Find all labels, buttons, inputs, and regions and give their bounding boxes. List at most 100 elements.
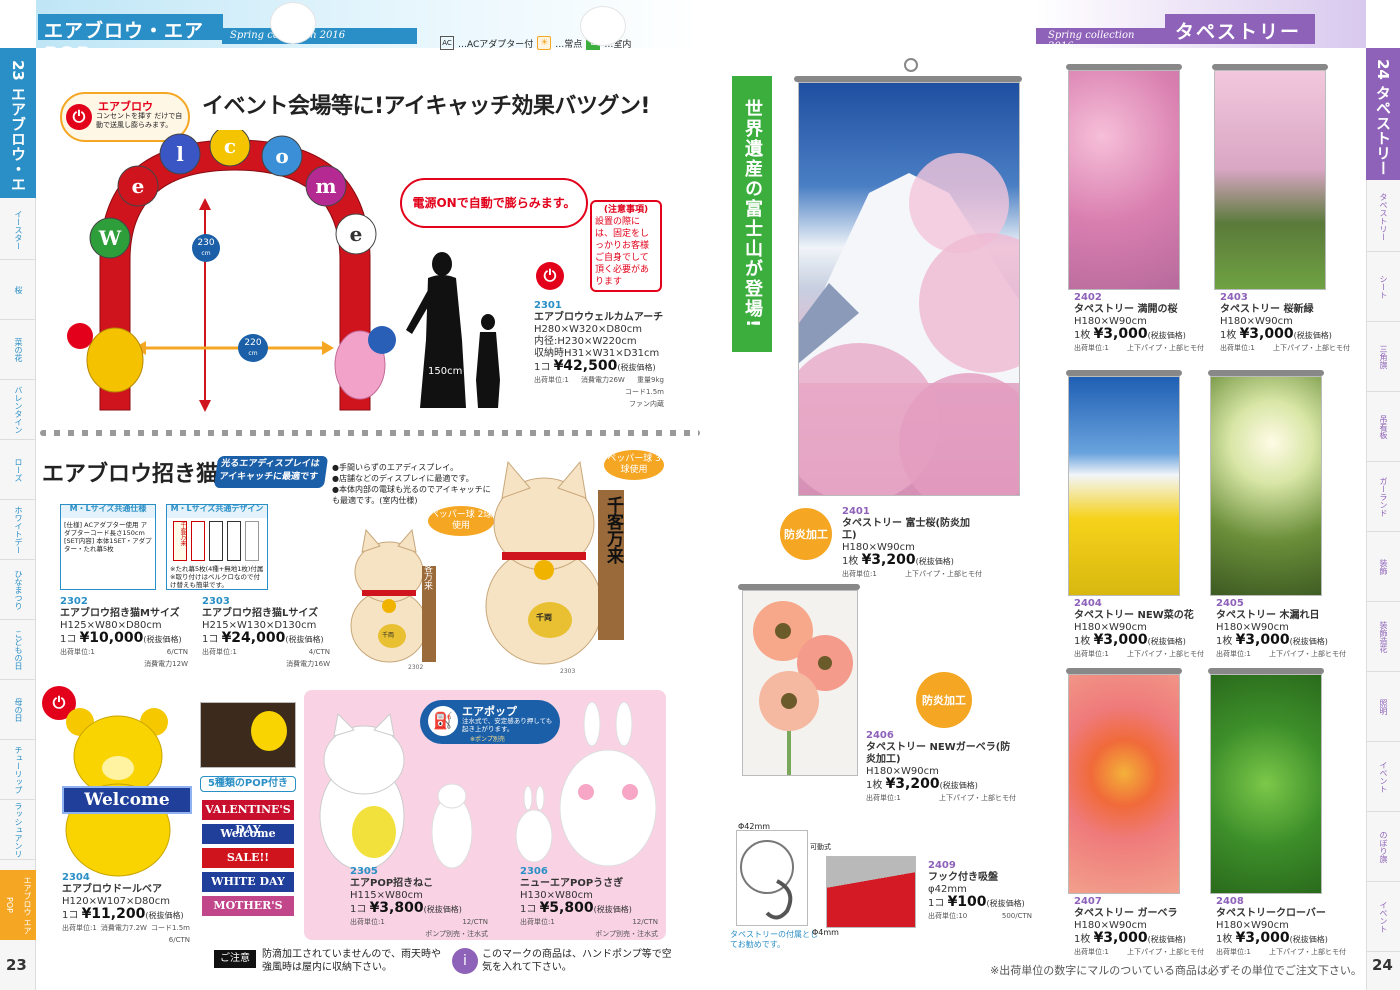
tapestry-hanger (1208, 668, 1324, 674)
pop-count-note: 5種類のPOP付き (200, 776, 296, 792)
pipe-note: 上下パイプ・上部ヒモ付 (905, 570, 982, 578)
header-left-title: エアブロウ・エアPOP (38, 14, 223, 65)
sidebar-right-active[interactable]: 24 タペストリー (1366, 48, 1400, 180)
sidebar-right-item[interactable]: イベント (1366, 742, 1400, 812)
auto-inflate-bubble: 電源ONで自動で膨らみます。 (400, 178, 588, 228)
sidebar-left-item[interactable]: ホワイトデー (0, 500, 36, 560)
sidebar-right-item[interactable]: 三角旗 (1366, 322, 1400, 392)
tapestry-2407-photo (1068, 674, 1180, 894)
bear-shop-photo (200, 702, 296, 768)
pop-label: SALE!! (202, 848, 294, 868)
sidebar-left-item[interactable]: 菜の花 (0, 320, 36, 380)
sidebar-left-active[interactable]: 23 エアブロウ・エアPOP (0, 48, 36, 198)
ship-unit: 出荷単位:1 (1216, 948, 1251, 956)
ship-row: 出荷単位:1 上下パイプ・上部ヒモ付 (1216, 946, 1346, 958)
sidebar-right-item[interactable]: 照明 (1366, 672, 1400, 742)
section-divider (40, 430, 700, 436)
sidebar-left-item[interactable]: チューリップ (0, 740, 36, 800)
airpop-badge-desc: 注水式で、安定感あり押しても起き上がります。 (462, 717, 553, 733)
product-2303: 2303 エアブロウ招き猫Lサイズ H215×W130×D130cm 1コ ¥2… (202, 596, 330, 670)
product-price: ¥3,000 (1093, 632, 1148, 648)
product-price: ¥3,000 (1239, 326, 1294, 342)
plug-icon: ⏻ (42, 686, 76, 720)
product-2406: 2406 タペストリー NEWガーベラ(防炎加工) H180×W90cm 1枚 … (866, 730, 1016, 804)
tapestry-hanger (1212, 64, 1328, 70)
product-code: 2408 (1216, 896, 1244, 907)
sidebar-left (0, 48, 36, 990)
product-code: 2303 (202, 596, 230, 607)
sidebar-left-item[interactable]: 母の日 (0, 680, 36, 740)
product-name: エアブロウウェルカムアーチ (534, 312, 664, 323)
sidebar-left-item[interactable]: こどもの日 (0, 620, 36, 680)
product-unit: 1枚 (1074, 330, 1091, 341)
suction-hook-icon (740, 840, 794, 920)
sidebar-right-item[interactable]: イベント (1366, 882, 1400, 952)
caution-box: (注意事項) 設置の際には、固定をしっかりお客様ご自身でして頂く必要があります (590, 200, 662, 292)
sidebar-right (1366, 48, 1400, 990)
tapestry-hanger (1066, 668, 1182, 674)
bear-mini-icon (251, 711, 287, 751)
sidebar-right-item[interactable]: タペストリー (1366, 182, 1400, 252)
carton-qty: 12/CTN (462, 918, 488, 926)
sidebar-right-item[interactable]: シート (1366, 252, 1400, 322)
tapestry-2405-photo (1210, 376, 1322, 596)
tapestry-2404-photo (1068, 376, 1180, 596)
product-tax-note: (税抜価格) (1147, 637, 1186, 646)
product-price: ¥3,200 (885, 776, 940, 792)
carton-qty: 6/CTN (166, 648, 188, 656)
sidebar-right-item[interactable]: 装飾造花 (1366, 602, 1400, 672)
sidebar-left-item[interactable]: イースター (0, 200, 36, 260)
product-size: H130×W80cm (520, 890, 593, 901)
mount-fuji-illustration (799, 153, 1019, 495)
pipe-note: 上下パイプ・上部ヒモ付 (1273, 344, 1350, 352)
product-code: 2406 (866, 730, 894, 741)
sidebar-left-item[interactable]: ひなまつり (0, 560, 36, 620)
sidebar-left-item[interactable]: ラッシュアンリー (0, 800, 36, 860)
caution-title: (注意事項) (603, 205, 649, 215)
ship-unit: 出荷単位:1 (1074, 650, 1109, 658)
sidebar-left-item[interactable]: バレンタイン (0, 380, 36, 440)
sidebar-left-bottom-tab[interactable]: エアブロウ エアPOP (0, 870, 36, 940)
sidebar-right-item[interactable]: のぼり旗 (1366, 812, 1400, 882)
product-2409: 2409 フック付き吸盤 φ42mm 1コ ¥100(税抜価格) 出荷単位:10… (928, 860, 1032, 922)
maneki-m-coin: 千両 (382, 632, 395, 639)
sidebar-left-item[interactable]: ローズ (0, 440, 36, 500)
sidebar-right-item[interactable]: 装飾 (1366, 532, 1400, 602)
product-unit: 1コ (350, 904, 367, 915)
product-name: フック付き吸盤 (928, 872, 998, 883)
tapestry-hanger (794, 76, 1022, 82)
product-tax-note: (税抜価格) (1289, 935, 1328, 944)
common-design-title: M・Lサイズ共通デザイン (167, 505, 267, 518)
gerbera-illustration (753, 601, 853, 775)
hook-dim-bottom: Φ4mm (812, 928, 839, 937)
airpop-pump-note: ※ポンプ別売 (470, 736, 505, 743)
product-code: 2401 (842, 506, 870, 517)
product-code: 2402 (1074, 292, 1102, 303)
maneki-bullets: ●手間いらずのエアディスプレイ。●店舗などのディスプレイに最適です。●本体内部の… (332, 462, 492, 506)
product-name: タペストリー ガーベラ (1074, 908, 1178, 919)
common-spec-body: [仕様] ACアダプター使用 アダプターコード長さ150cm [SET内容] 本… (64, 521, 152, 553)
power-spec: 消費電力7.2W (100, 924, 147, 932)
product-price: ¥3,000 (1235, 930, 1290, 946)
airpop-cat-photo (319, 712, 473, 871)
lit-icon: ☀ (537, 36, 552, 50)
sidebar-left-item[interactable]: 桜 (0, 260, 36, 320)
height-dim-value: 230 (197, 238, 215, 248)
sidebar-right-items: タペストリーシート三角旗吊看板ガーランド装飾装飾造花照明イベントのぼり旗イベント (1366, 182, 1400, 952)
sidebar-right-item[interactable]: ガーランド (1366, 462, 1400, 532)
arch-balloon (209, 130, 251, 167)
product-name: タペストリー 桜新緑 (1220, 304, 1314, 315)
product-price: ¥3,000 (1093, 326, 1148, 342)
pipe-note: 上下パイプ・上部ヒモ付 (1269, 948, 1346, 956)
tapestry-2406-photo (742, 590, 858, 776)
sidebar-right-item[interactable]: 吊看板 (1366, 392, 1400, 462)
product-tax-note: (税抜価格) (1293, 331, 1332, 340)
price-row: 1枚 ¥3,000(税抜価格) (1216, 633, 1346, 648)
product-tax-note: (税抜価格) (593, 905, 632, 914)
product-tax-note: (税抜価格) (423, 905, 462, 914)
banner-sample-3 (209, 521, 223, 561)
